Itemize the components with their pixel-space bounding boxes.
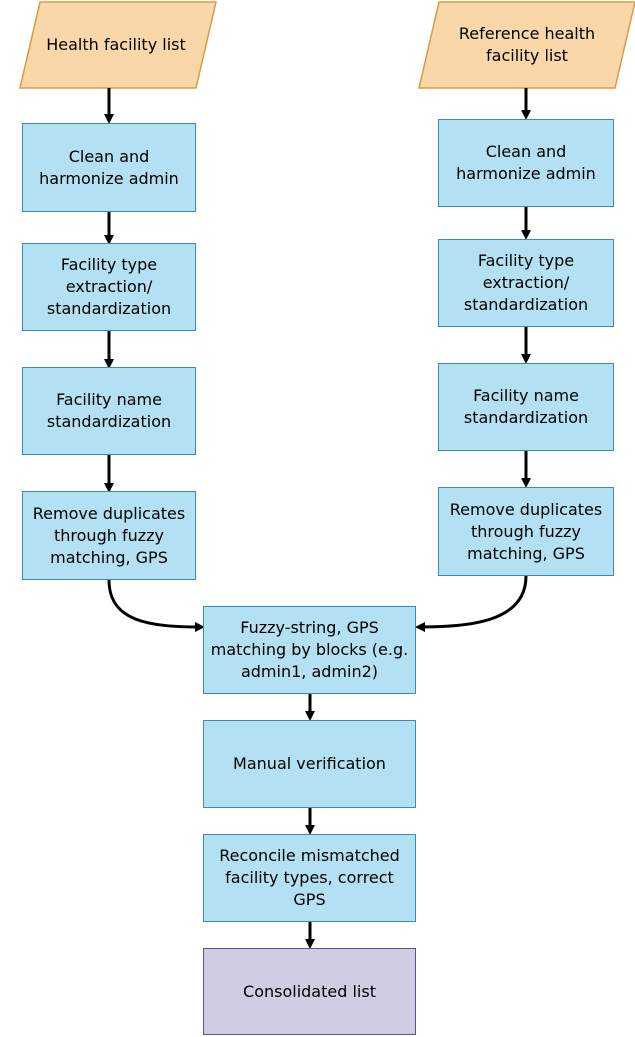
right-facility-name-step: Facility name standardization — [438, 363, 614, 451]
fuzzy-matching-step: Fuzzy-string, GPS matching by blocks (e.… — [203, 606, 416, 694]
reconcile-step: Reconcile mismatched facility types, cor… — [203, 834, 416, 922]
left-input-shape — [19, 1, 217, 89]
manual-verification-step: Manual verification — [203, 720, 416, 808]
left-remove-duplicates-step: Remove duplicates through fuzzy matching… — [22, 491, 196, 580]
left-facility-type-step: Facility type extraction/ standardizatio… — [22, 243, 196, 331]
right-input-label: Reference health facility list — [458, 24, 596, 65]
arrow-left-dedup-to-matching — [107, 579, 205, 632]
left-input-label: Health facility list — [46, 35, 186, 54]
consolidated-list-output: Consolidated list — [203, 948, 416, 1035]
left-clean-admin-step: Clean and harmonize admin — [22, 123, 196, 212]
right-clean-admin-step: Clean and harmonize admin — [438, 119, 614, 207]
arrow-right-dedup-to-matching — [415, 575, 528, 632]
right-facility-type-step: Facility type extraction/ standardizatio… — [438, 239, 614, 327]
right-input-shape — [418, 1, 635, 89]
right-remove-duplicates-step: Remove duplicates through fuzzy matching… — [438, 487, 614, 576]
left-facility-name-step: Facility name standardization — [22, 367, 196, 455]
